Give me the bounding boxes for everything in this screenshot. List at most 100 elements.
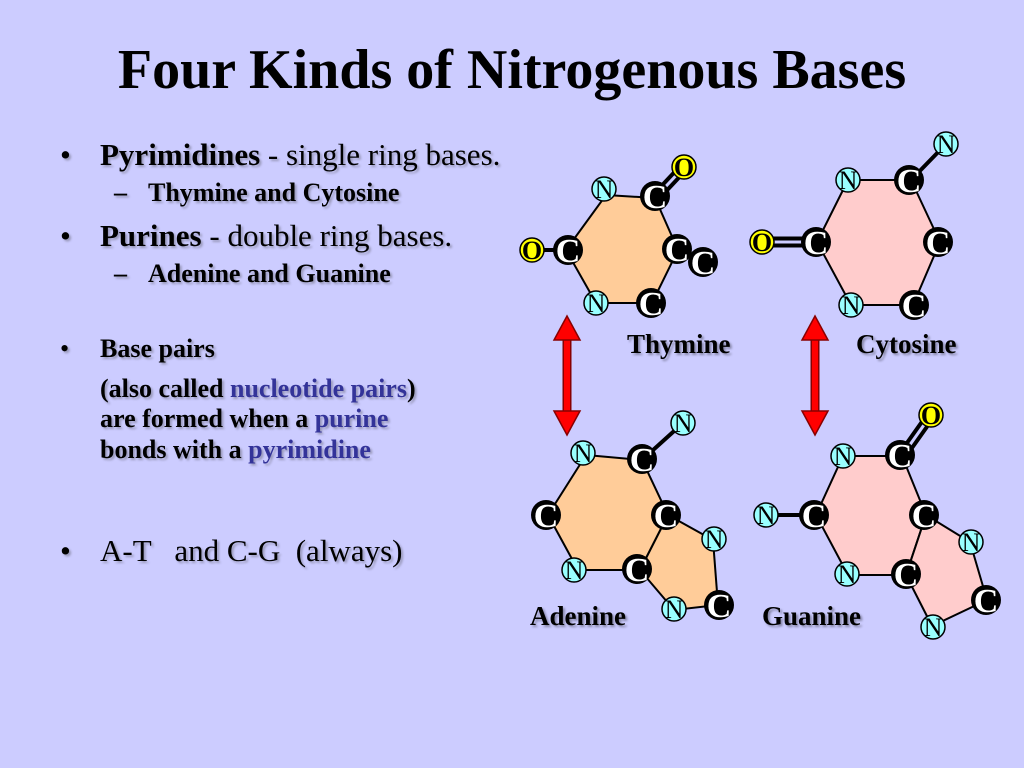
svg-text:C: C <box>888 438 913 475</box>
cytosine-atom-c3: C <box>923 225 953 262</box>
guanine-atom-n1: N <box>830 442 856 471</box>
svg-text:N: N <box>842 291 861 320</box>
subbullet-purines-text: Adenine and Guanine <box>148 259 391 289</box>
dash-2: – <box>114 259 127 289</box>
cytosine-atom-n2: N <box>835 166 861 195</box>
pair-rule-text: A-T and C-G (always) <box>100 532 403 568</box>
svg-text:C: C <box>707 588 732 625</box>
svg-text:C: C <box>691 245 716 282</box>
adenine-atom-c2: C <box>531 498 561 535</box>
adenine-atom-c3: C <box>651 498 681 535</box>
bullet-list: Pyrimidines - single ring bases. –Thymin… <box>60 137 530 568</box>
thymine-atom-o1: O <box>671 153 697 182</box>
adenine-atom-c1: C <box>627 442 657 479</box>
base-pairs-heading: Base pairs <box>100 334 215 364</box>
svg-text:C: C <box>630 442 655 479</box>
cytosine-atom-c2: C <box>801 225 831 262</box>
cytosine-atom-n3: N <box>838 291 864 320</box>
subbullet-pyrimidines: –Thymine and Cytosine <box>60 177 530 208</box>
svg-text:O: O <box>921 401 941 430</box>
svg-text:N: N <box>705 525 724 554</box>
thymine-atom-n1: N <box>591 175 617 204</box>
term-purines: Purines <box>100 217 202 253</box>
double-headed-arrow-icon-cg <box>800 314 830 437</box>
svg-text:C: C <box>802 498 827 535</box>
subbullet-pyrimidines-text: Thymine and Cytosine <box>148 178 400 208</box>
double-headed-arrow-icon-at <box>552 314 582 437</box>
guanine-atom-n3: N <box>958 528 984 557</box>
bp-line1-end: ) <box>406 373 416 403</box>
svg-text:N: N <box>834 442 853 471</box>
svg-text:N: N <box>587 289 606 318</box>
desc-purines: - double ring bases. <box>201 217 453 253</box>
svg-text:C: C <box>804 225 829 262</box>
svg-text:C: C <box>665 232 690 269</box>
bp-purine: purine <box>314 404 389 434</box>
svg-text:N: N <box>839 166 858 195</box>
svg-text:N: N <box>674 409 693 438</box>
svg-text:N: N <box>924 613 943 642</box>
cytosine-atom-o1: O <box>749 228 775 257</box>
label-thymine: Thymine <box>627 329 731 359</box>
guanine-atom-c2: C <box>799 498 829 535</box>
svg-text:N: N <box>962 528 981 557</box>
guanine-atom-c3: C <box>909 498 939 535</box>
svg-text:C: C <box>639 286 664 323</box>
svg-text:C: C <box>902 288 927 325</box>
thymine-atom-c3: C <box>662 232 692 269</box>
guanine-atom-o1: O <box>918 401 944 430</box>
svg-text:O: O <box>674 153 694 182</box>
bullet-pyrimidines: Pyrimidines - single ring bases. <box>60 137 530 172</box>
thymine-atom-n2: N <box>583 289 609 318</box>
svg-text:C: C <box>534 498 559 535</box>
label-guanine: Guanine <box>762 601 861 631</box>
thymine-atom-o2: O <box>519 236 545 265</box>
guanine-atom-c4: C <box>891 557 921 594</box>
svg-text:C: C <box>912 498 937 535</box>
guanine-atom-c5: C <box>971 583 1001 620</box>
cytosine-atom-c4: C <box>899 288 929 325</box>
guanine-atom-n4: N <box>834 560 860 589</box>
svg-text:N: N <box>565 556 584 585</box>
subbullet-purines: –Adenine and Guanine <box>60 258 530 289</box>
thymine-atom-c4: C <box>688 245 718 282</box>
slide-title: Four Kinds of Nitrogenous Bases <box>117 39 907 101</box>
bp-line2: are formed when a <box>100 404 315 434</box>
svg-text:C: C <box>897 163 922 200</box>
cytosine-atom-c1: C <box>894 163 924 200</box>
dash-1: – <box>114 178 127 208</box>
guanine-atom-n5: N <box>920 613 946 642</box>
svg-text:N: N <box>757 501 776 530</box>
svg-text:C: C <box>643 179 668 216</box>
svg-text:C: C <box>556 233 581 270</box>
guanine-atom-n2: N <box>753 501 779 530</box>
svg-text:N: N <box>937 130 956 159</box>
svg-text:N: N <box>595 175 614 204</box>
adenine-atom-n2: N <box>570 439 596 468</box>
base-pairs-paragraph: (also called nucleotide pairs) are forme… <box>60 374 530 466</box>
guanine-atom-c1: C <box>885 438 915 475</box>
svg-text:C: C <box>894 557 919 594</box>
bullet-pair-rule: A-T and C-G (always) <box>60 532 530 568</box>
thymine-atom-c2: C <box>553 233 583 270</box>
term-pyrimidines: Pyrimidines <box>100 137 261 172</box>
bullet-purines: Purines - double ring bases. <box>60 217 530 253</box>
desc-pyrimidines: - single ring bases. <box>260 137 501 172</box>
adenine-atom-n4: N <box>561 556 587 585</box>
svg-text:O: O <box>522 236 542 265</box>
label-cytosine: Cytosine <box>856 329 957 359</box>
bp-line3: bonds with a <box>100 435 249 465</box>
cytosine-atom-n1: N <box>933 130 959 159</box>
adenine-atom-n3: N <box>701 525 727 554</box>
svg-text:C: C <box>654 498 679 535</box>
svg-text:N: N <box>838 560 857 589</box>
label-adenine: Adenine <box>530 601 626 631</box>
adenine-atom-c5: C <box>704 588 734 625</box>
svg-text:N: N <box>665 595 684 624</box>
bp-pyrimidine: pyrimidine <box>248 435 371 465</box>
svg-text:C: C <box>926 225 951 262</box>
svg-text:O: O <box>752 228 772 257</box>
svg-text:C: C <box>625 552 650 589</box>
adenine-atom-n1: N <box>670 409 696 438</box>
